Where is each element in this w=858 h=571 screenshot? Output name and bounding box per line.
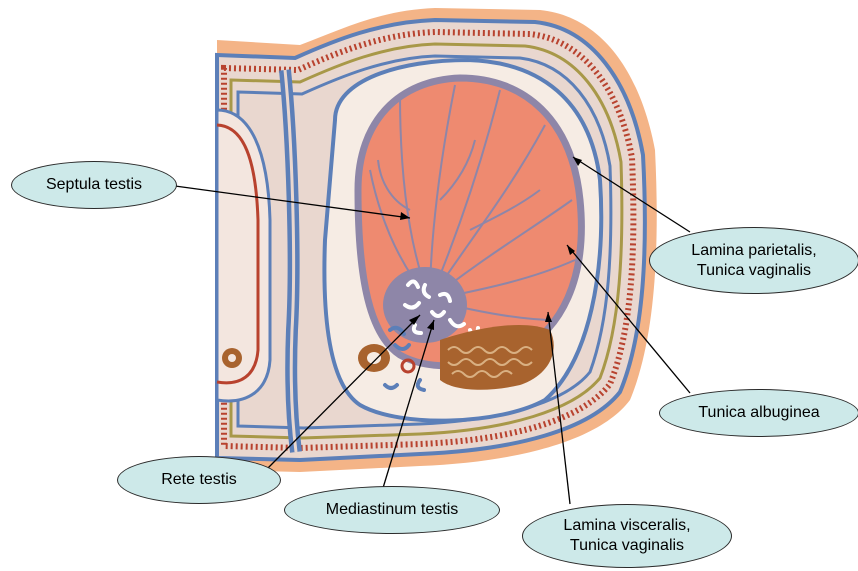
label-rete-testis: Rete testis	[117, 456, 281, 504]
label-lamina-visceralis-tunica-vaginalis: Lamina visceralis, Tunica vaginalis	[522, 504, 732, 568]
label-lamina-parietalis-tunica-vaginalis: Lamina parietalis, Tunica vaginalis	[649, 227, 858, 294]
label-mediastinum-testis: Mediastinum testis	[284, 486, 500, 534]
label-tunica-albuginea: Tunica albuginea	[659, 389, 858, 437]
mediastinum-region	[383, 267, 467, 343]
label-septula-testis: Septula testis	[11, 161, 177, 209]
